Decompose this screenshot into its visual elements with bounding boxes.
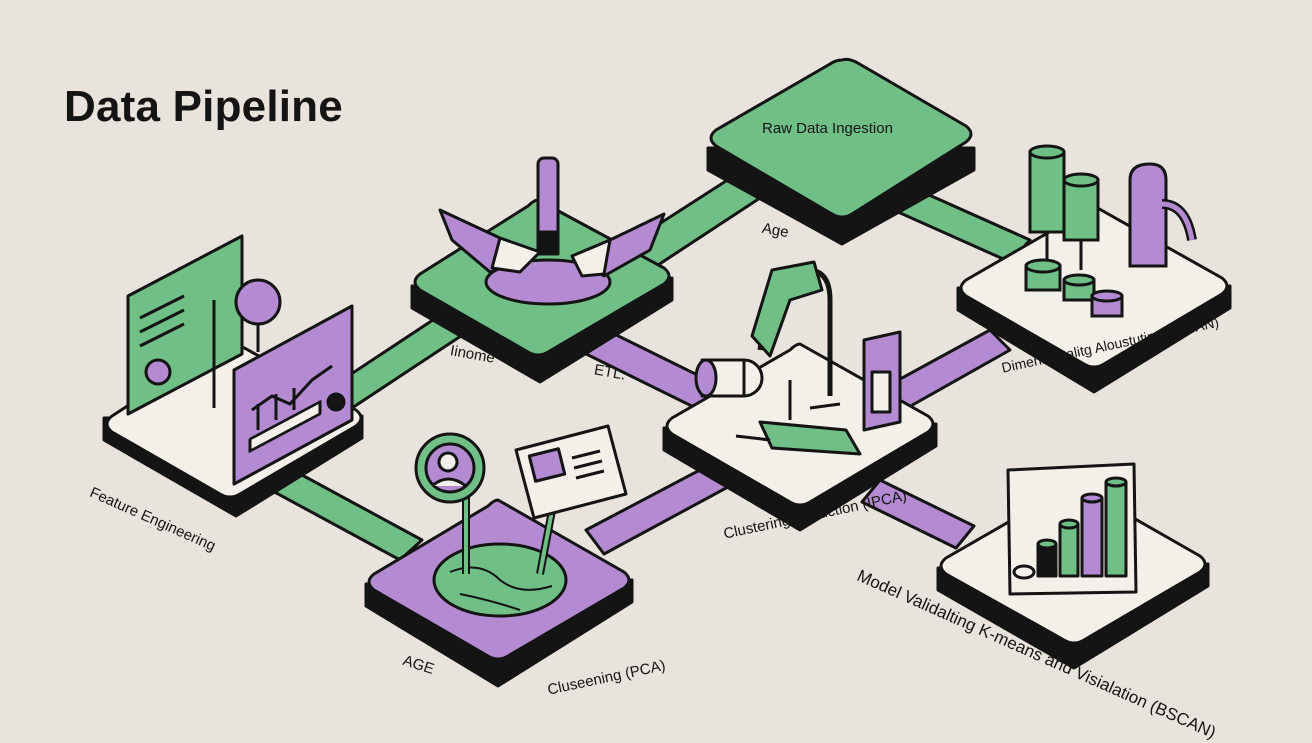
node-raw-data[interactable] <box>706 57 976 246</box>
cylinders-icon <box>1024 144 1197 318</box>
node-etl[interactable] <box>410 156 674 384</box>
node-dimensionality[interactable] <box>956 144 1232 394</box>
node-clustering-reduction[interactable] <box>662 260 938 532</box>
node-age[interactable] <box>364 424 634 688</box>
node-label-raw-data: Raw Data Ingestion <box>762 120 893 137</box>
bar-chart-icon <box>1006 462 1138 596</box>
node-feature-engineering[interactable] <box>102 234 364 518</box>
dashboard-icon <box>126 234 354 486</box>
arch-icon <box>694 260 902 456</box>
connector-cluster-model <box>860 478 976 550</box>
page-title: Data Pipeline <box>64 82 343 131</box>
node-model-validation[interactable] <box>936 462 1210 670</box>
handshake-icon <box>438 156 666 306</box>
avatar-icon <box>414 424 628 618</box>
